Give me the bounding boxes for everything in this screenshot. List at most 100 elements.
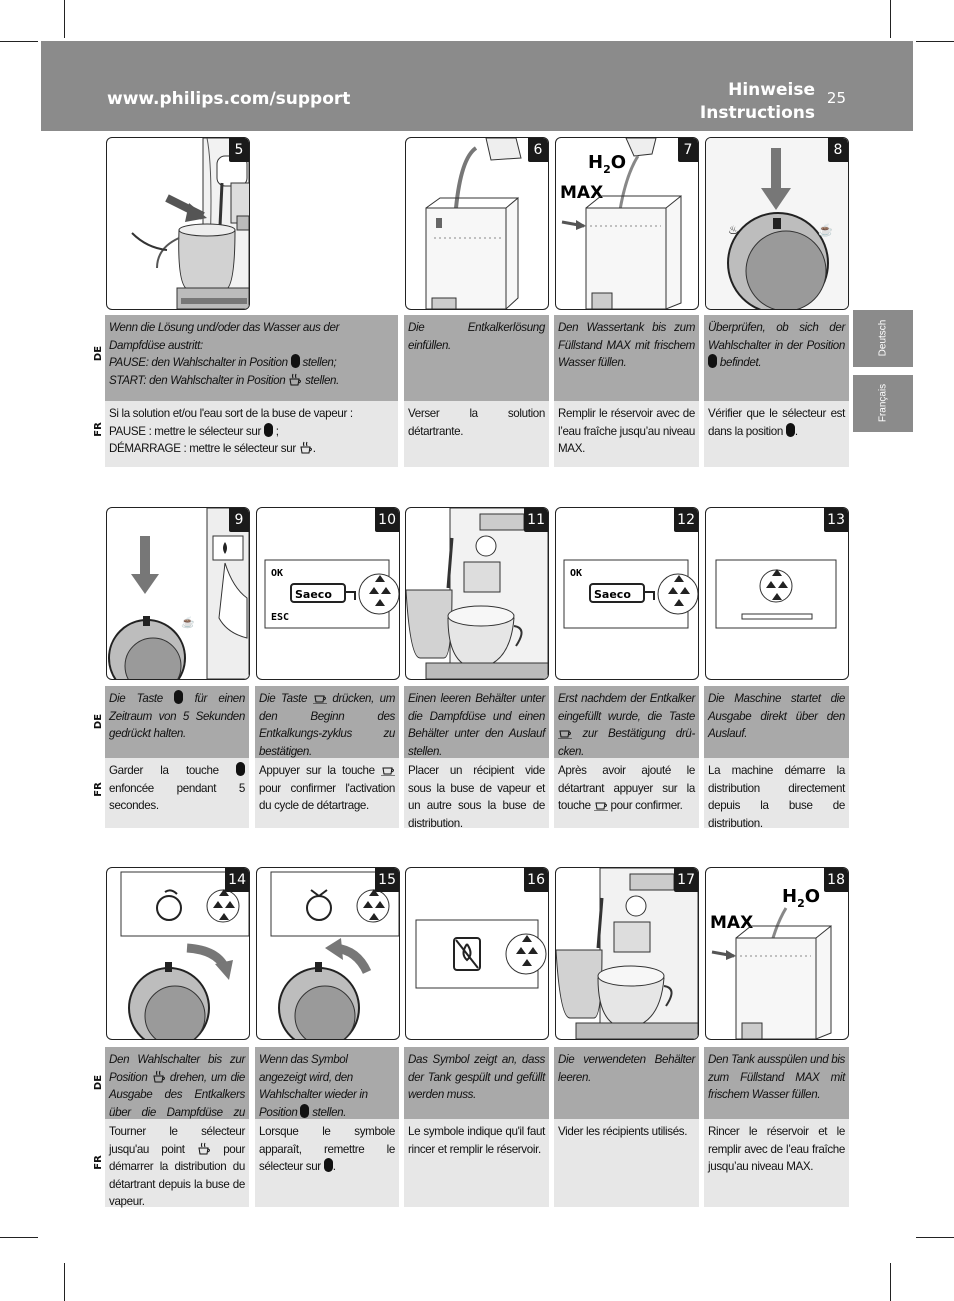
figure-step-11: 11 [405, 507, 549, 680]
step-number: 6 [528, 138, 548, 162]
containers-under-machine-illustration [556, 868, 698, 1039]
crop-mark [890, 1263, 891, 1301]
steam-icon: ♨ [728, 223, 739, 237]
figure-step-6: 6 [405, 137, 549, 310]
max-label: MAX [560, 183, 603, 203]
saeco-logo: Saeco [295, 588, 332, 601]
step-14-text-de: Den Wahlschalter bis zur Position drehen… [105, 1047, 249, 1136]
step-8-text-de: Überprüfen, ob sich der Wahlschalter in … [704, 315, 849, 401]
figure-step-16: 16 [405, 867, 549, 1040]
step-number: 13 [824, 508, 848, 532]
selector-rotate-right-illustration [120, 871, 249, 1039]
memo-cup-icon [593, 798, 608, 812]
step-13-text-fr: La machine démarre la distribution direc… [704, 758, 849, 830]
step-5-text-fr: Si la solution et/ou l'eau sort de la bu… [105, 401, 398, 467]
step-number: 5 [229, 138, 249, 162]
water-fill-max-illustration: H2O MAX [560, 138, 682, 309]
step-18-text-fr: Rincer le réservoir et le remplir avec d… [704, 1119, 849, 1207]
crop-mark [916, 41, 954, 42]
figure-step-8: ♨ ☕ 8 [705, 137, 849, 310]
step-9-text-fr: Garder la touche enfoncée pendant 5 seco… [105, 758, 249, 828]
lang-label-de: DE [93, 345, 105, 362]
title-de: Hinweise [728, 80, 815, 100]
aroma-button-icon [236, 762, 245, 776]
side-tab-deutsch: Deutsch [853, 310, 913, 367]
selector-rotate-left-illustration [270, 871, 399, 1039]
crop-mark [64, 1263, 65, 1301]
h2o-label: H2O [782, 886, 820, 910]
lang-label-fr: FR [92, 782, 104, 797]
side-tab-francais: Français [853, 375, 913, 432]
ok-label: OK [570, 568, 582, 579]
page-number: 25 [826, 89, 846, 107]
step-number: 8 [828, 138, 848, 162]
step-11-text-fr: Placer un récipient vide sous la buse de… [404, 758, 549, 830]
support-url[interactable]: www.philips.com/support [107, 89, 351, 109]
lang-label-de: DE [93, 1074, 105, 1091]
display-tank-symbol-illustration [415, 919, 547, 989]
selector-knob-illustration: ♨ ☕ [706, 138, 848, 309]
figure-step-15: 15 [256, 867, 400, 1040]
figure-step-13: 13 [705, 507, 849, 680]
figure-step-10: OK ESC Saeco 10 [256, 507, 400, 680]
step-16-text-fr: Le symbole indique qu'il faut rincer et … [404, 1119, 549, 1207]
step-8-text-fr: Vérifier que le sélecteur est dans la po… [704, 401, 849, 467]
step-13-text-de: Die Maschine startet die Ausgabe direkt … [704, 686, 849, 758]
crop-mark [0, 1237, 38, 1238]
page-title: Hinweise Instructions [700, 79, 815, 125]
step-7-text-fr: Remplir le réservoir avec de l’eau fraîc… [554, 401, 699, 467]
step-number: 14 [225, 868, 249, 892]
step-number: 17 [674, 868, 698, 892]
cup-icon: ☕ [818, 222, 833, 237]
step-number: 7 [678, 138, 698, 162]
pause-symbol-icon [290, 354, 300, 368]
max-label: MAX [710, 913, 753, 933]
step-6-text-fr: Verser la solution détartrante. [404, 401, 549, 467]
ok-label: OK [271, 568, 283, 579]
step-11-text-de: Einen leeren Behälter unter die Dampfdüs… [404, 686, 549, 758]
step-number: 15 [375, 868, 399, 892]
figure-step-5: 5 [106, 137, 250, 310]
memo-cup-icon [381, 763, 395, 777]
crop-mark [64, 0, 65, 38]
step-number: 18 [824, 868, 848, 892]
step-6-text-de: Die Entkalkerlösung einfüllen. [404, 315, 549, 401]
figure-step-9: ☕ 9 [106, 507, 250, 680]
figure-step-7: H2O MAX 7 [555, 137, 699, 310]
step-number: 9 [229, 508, 249, 532]
cup-symbol-icon [197, 1142, 211, 1155]
cup-symbol-icon [152, 1070, 166, 1083]
crop-mark [890, 0, 891, 38]
step-10-text-de: Die Taste drücken, um den Beginn des Ent… [255, 686, 399, 758]
pause-symbol-icon [708, 354, 717, 368]
crop-mark [916, 1237, 954, 1238]
saeco-logo: Saeco [594, 588, 631, 601]
step-16-text-de: Das Symbol zeigt an, dass der Tank gespü… [404, 1047, 549, 1119]
step-7-text-de: Den Wassertank bis zum Füllstand MAX mit… [554, 315, 699, 401]
pause-symbol-icon [263, 422, 273, 437]
step-10-text-fr: Appuyer sur la touche pour confirmer l'a… [255, 758, 399, 828]
memo-cup-icon [312, 691, 327, 705]
step-12-text-fr: Après avoir ajouté le détartrant appuyer… [554, 758, 699, 828]
title-fr: Instructions [699, 103, 815, 123]
figure-step-17: 17 [555, 867, 699, 1040]
pause-symbol-icon [300, 1103, 310, 1118]
pause-symbol-icon [785, 422, 795, 437]
memo-cup-icon [558, 726, 572, 740]
step-17-text-de: Die verwendeten Behälter leeren. [554, 1047, 699, 1119]
machine-steam-illustration [131, 138, 249, 309]
step-5-text-de: Wenn die Lösung und/oder das Wasser aus … [105, 315, 398, 401]
lang-label-fr: FR [92, 1155, 104, 1170]
machine-button-press-illustration: ☕ [108, 508, 249, 679]
rinse-tank-max-illustration: H2O MAX [710, 886, 832, 1039]
cup-symbol-icon [288, 373, 302, 386]
step-number: 12 [674, 508, 698, 532]
step-18-text-de: Den Tank ausspülen und bis zum Füllstand… [704, 1047, 849, 1119]
step-12-text-de: Erst nachdem der Entkalker eingefüllt wu… [554, 686, 699, 758]
aroma-button-icon [174, 690, 184, 704]
lang-label-de: DE [93, 713, 105, 730]
display-ok-esc-illustration: OK ESC Saeco [264, 559, 399, 629]
step-number: 10 [375, 508, 399, 532]
step-14-text-fr: Tourner le sélecteur jusqu'au point pour… [105, 1119, 249, 1208]
step-15-text-fr: Lorsque le symbole apparaît, remettre le… [255, 1119, 399, 1207]
